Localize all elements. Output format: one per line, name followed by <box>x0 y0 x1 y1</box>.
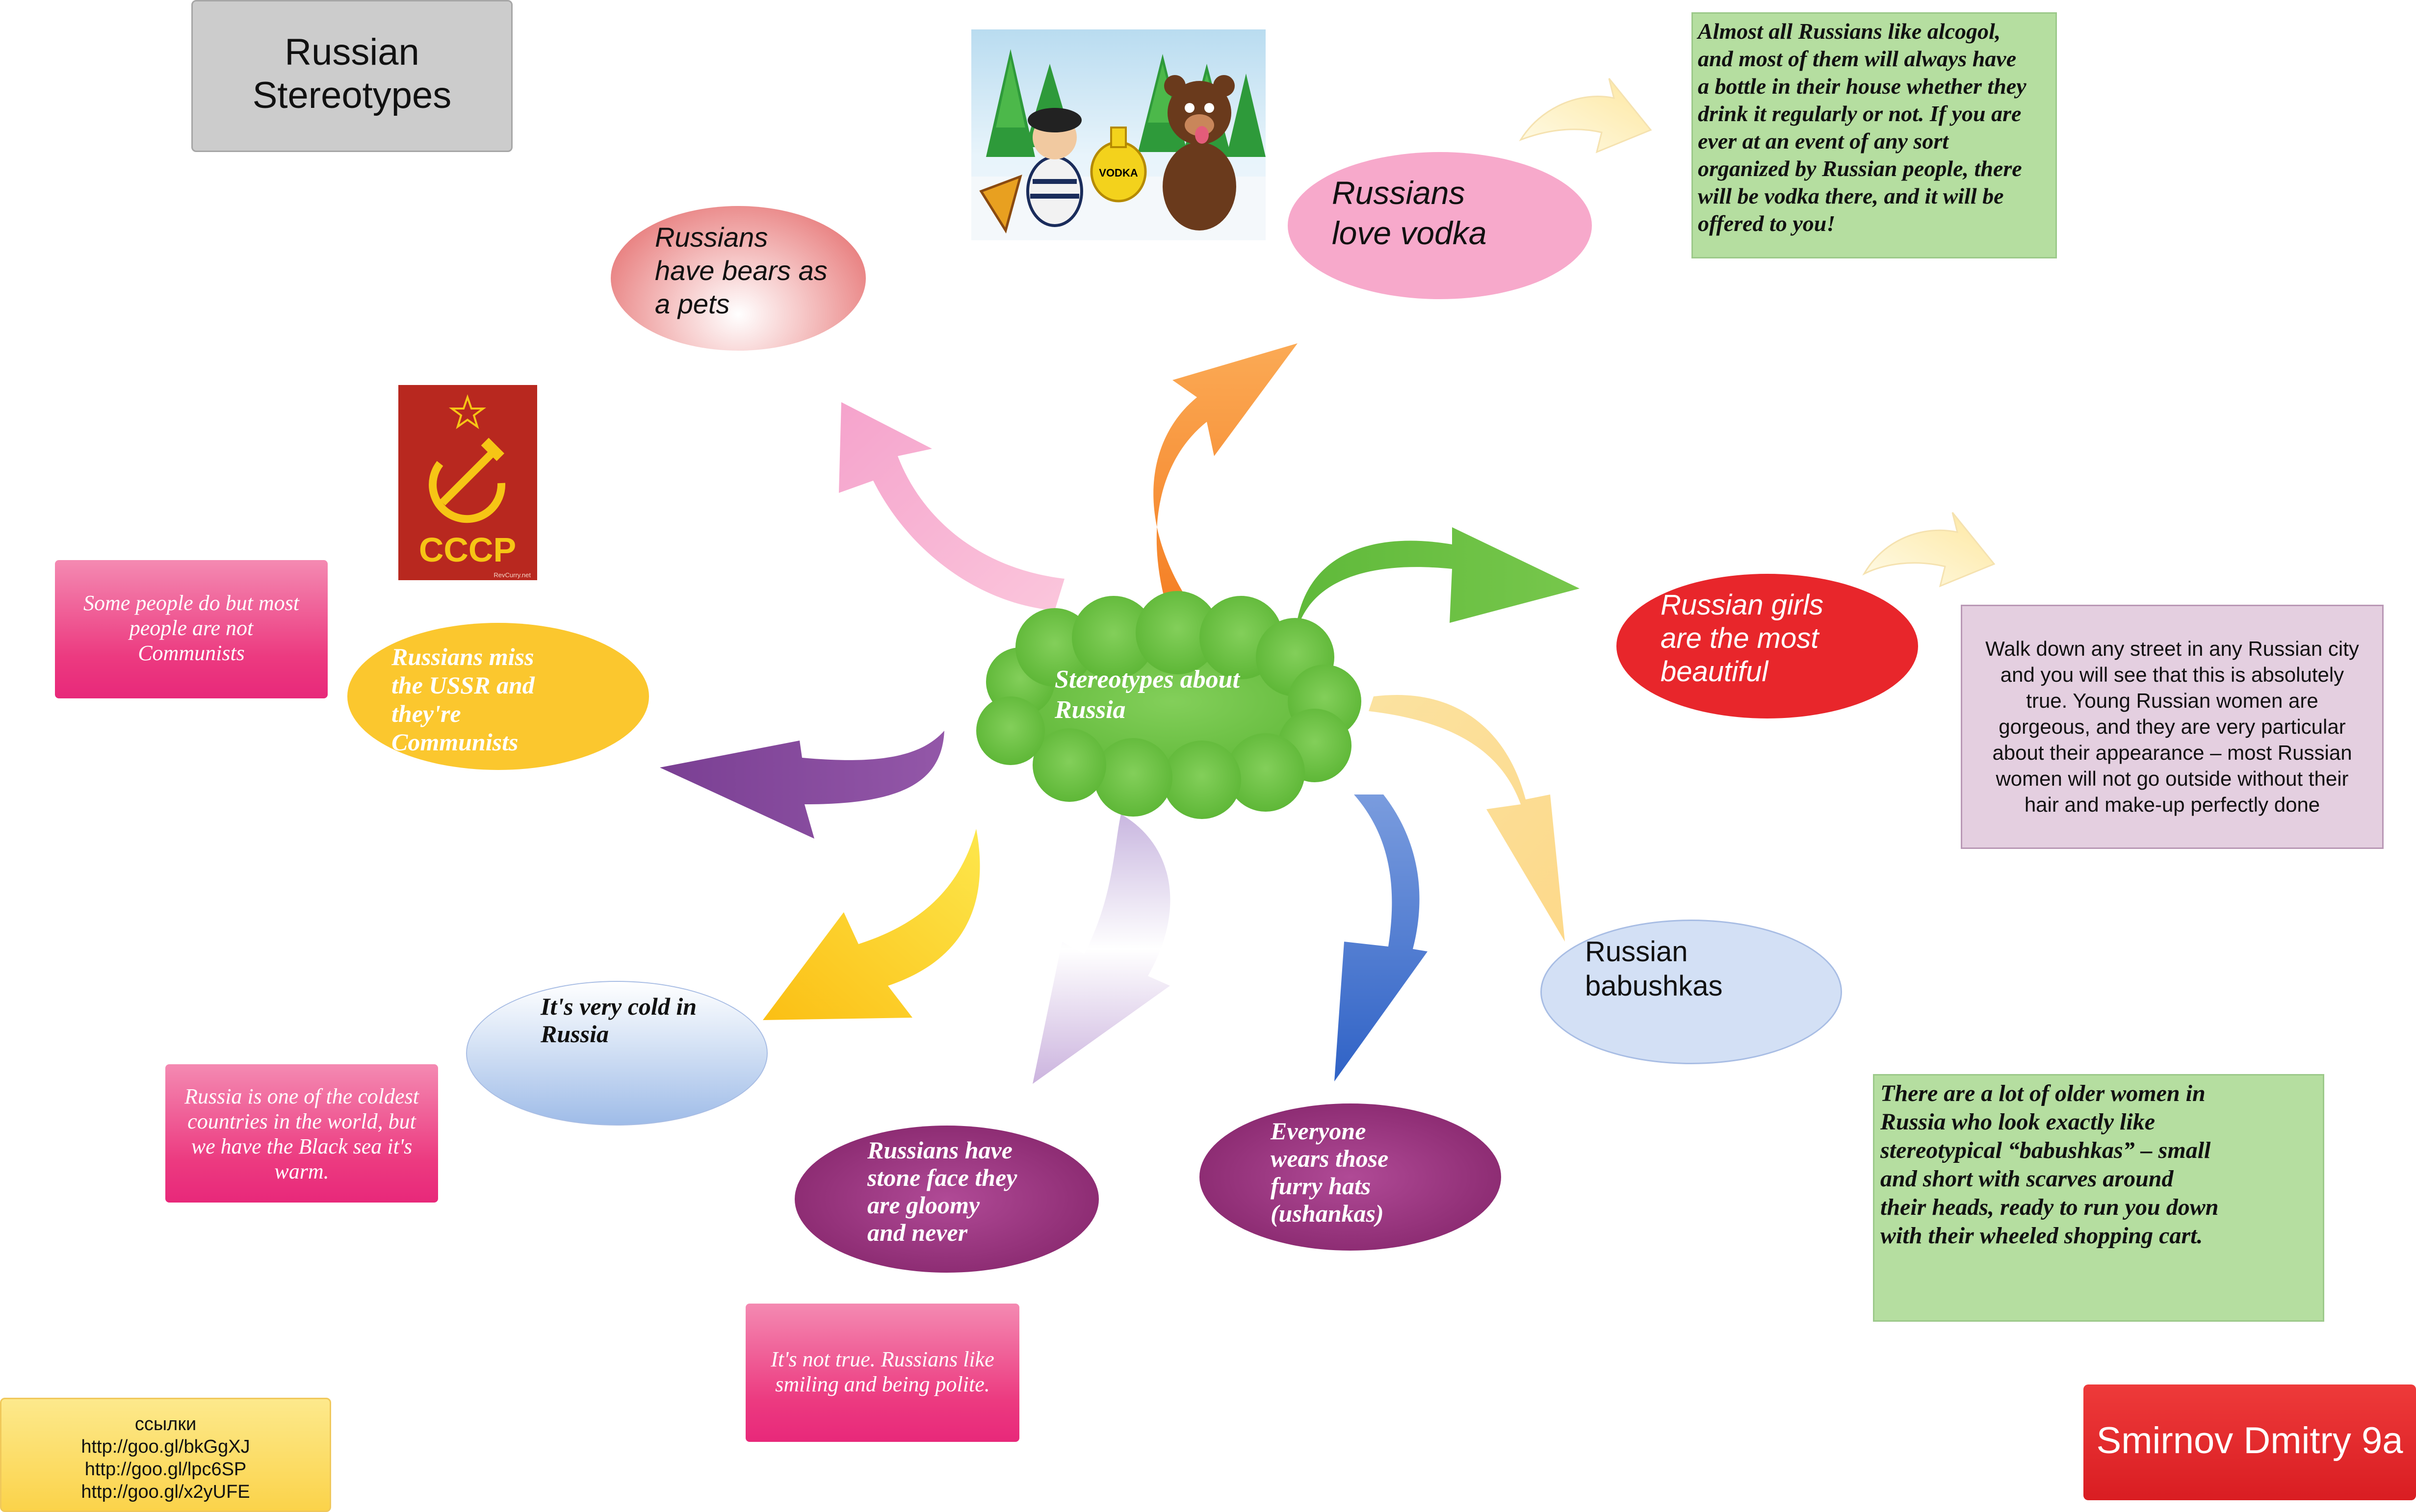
node-cold-label: It's very cold in Russia <box>541 993 697 1048</box>
node-very-cold: It's very cold in Russia <box>466 981 768 1126</box>
node-miss-ussr: Russians miss the USSR and they're Commu… <box>347 623 649 770</box>
page-title: Russian Stereotypes <box>252 31 452 116</box>
node-girls-label: Russian girls are the most beautiful <box>1661 589 1823 688</box>
note-cold-text: Russia is one of the coldest countries i… <box>184 1084 419 1183</box>
note-girls-text: Walk down any street in any Russian city… <box>1985 637 2359 816</box>
links-heading: ссылки <box>134 1414 197 1435</box>
note-babushkas: There are a lot of older women in Russia… <box>1873 1074 2324 1322</box>
node-bears-pets: Russians have bears as a pets <box>611 206 866 351</box>
arrow-to-hats <box>1334 794 1428 1081</box>
vodka-sign: VODKA <box>1099 167 1138 179</box>
vodka-cartoon-image: VODKA <box>971 29 1266 240</box>
arrow-to-cold <box>763 829 980 1020</box>
node-furry-hats: Everyone wears those furry hats (ushanka… <box>1199 1103 1501 1251</box>
arrow-to-bears <box>839 402 1065 611</box>
note-vodka-text: Almost all Russians like alcogol, and mo… <box>1698 19 2026 236</box>
node-bears-label: Russians have bears as a pets <box>655 222 828 319</box>
arrow-to-girls-note <box>1862 512 1996 588</box>
link-2[interactable]: http://goo.gl/lpc6SP <box>84 1459 247 1480</box>
arrow-to-ussr <box>660 731 944 839</box>
node-babushkas-label: Russian babushkas <box>1585 936 1723 1002</box>
title-box: Russian Stereotypes <box>191 0 513 152</box>
note-communists-text: Some people do but most people are not C… <box>83 591 299 665</box>
node-babushkas: Russian babushkas <box>1540 920 1842 1064</box>
arrow-to-vodka-note <box>1519 78 1652 154</box>
link-1[interactable]: http://goo.gl/bkGgXJ <box>81 1436 250 1457</box>
author-box: Smirnov Dmitry 9a <box>2083 1384 2416 1500</box>
hammer-sickle-icon: СССР RevCurry.net <box>419 394 531 579</box>
node-stone-label: Russians have stone face they are gloomy… <box>867 1136 1017 1246</box>
poster-credit: RevCurry.net <box>494 571 531 579</box>
note-stone-text: It's not true. Russians like smiling and… <box>771 1347 994 1396</box>
arrow-to-babushkas <box>1369 694 1565 942</box>
note-babushkas-text: There are a lot of older women in Russia… <box>1880 1080 2219 1249</box>
node-vodka-label: Russians love vodka <box>1332 175 1487 251</box>
node-ussr-label: Russians miss the USSR and they're Commu… <box>391 643 535 756</box>
note-cold: Russia is one of the coldest countries i… <box>165 1064 438 1203</box>
ussr-poster-image: СССР RevCurry.net <box>398 385 537 580</box>
links-box: ссылки http://goo.gl/bkGgXJ http://goo.g… <box>0 1398 331 1512</box>
node-hats-label: Everyone wears those furry hats (ushanka… <box>1271 1117 1389 1227</box>
arrow-to-stone <box>1033 814 1170 1084</box>
author-name: Smirnov Dmitry 9a <box>2096 1420 2403 1461</box>
note-communists: Some people do but most people are not C… <box>55 560 328 698</box>
node-stone-face: Russians have stone face they are gloomy… <box>795 1126 1099 1273</box>
arrow-to-girls <box>1295 527 1580 638</box>
note-girls: Walk down any street in any Russian city… <box>1961 605 2384 849</box>
note-stone: It's not true. Russians like smiling and… <box>746 1304 1019 1442</box>
center-topic-label: Stereotypes about Russia <box>1055 666 1240 724</box>
link-3[interactable]: http://goo.gl/x2yUFE <box>81 1482 250 1502</box>
note-vodka: Almost all Russians like alcogol, and mo… <box>1691 12 2057 258</box>
poster-label: СССР <box>419 531 516 569</box>
node-russian-girls: Russian girls are the most beautiful <box>1616 574 1918 718</box>
node-love-vodka: Russians love vodka <box>1288 152 1592 299</box>
arrow-to-vodka <box>1153 343 1298 620</box>
cartoon-illustration: VODKA <box>971 49 1266 240</box>
